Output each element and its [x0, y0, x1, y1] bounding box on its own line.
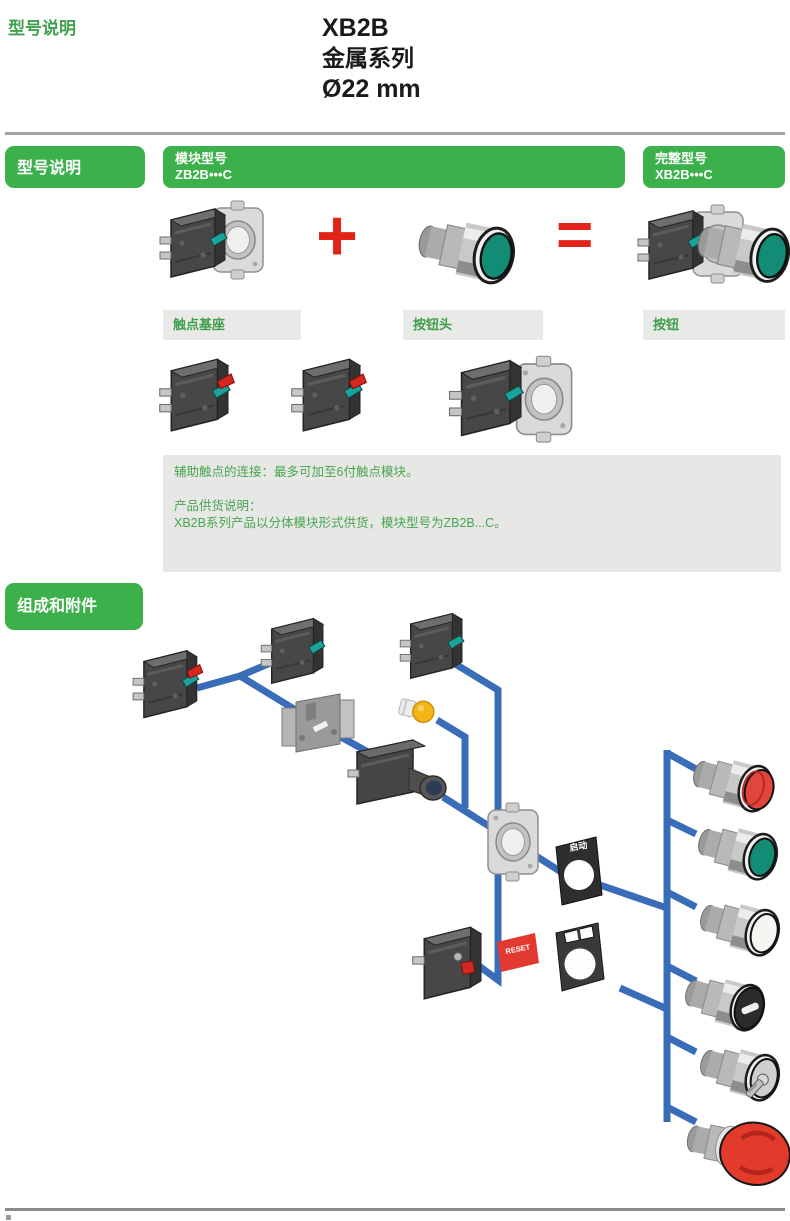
button-head-red — [687, 748, 778, 817]
bottom-divider — [5, 1208, 785, 1211]
emergency-stop-head — [686, 1121, 790, 1186]
button-head-green — [692, 816, 783, 885]
equals-icon: = — [556, 198, 594, 270]
contact-block-nc-illustration — [290, 357, 367, 433]
complete-button-illustration — [636, 204, 790, 287]
complete-type-title: 完整型号 — [655, 151, 708, 166]
module-type-code: ZB2B•••C — [175, 167, 232, 183]
label-button: 按钮 — [643, 310, 785, 340]
sidebar-label-components-accessories: 组成和附件 — [5, 583, 143, 630]
top-divider — [5, 132, 785, 135]
diagram-contact-block-red-lever — [131, 649, 204, 719]
notes-box: 辅助触点的连接：最多可加至6付触点模块。 产品供货说明： XB2B系列产品以分体… — [163, 455, 781, 572]
diagram-legend-plate-start: 启动 — [555, 836, 603, 906]
series-name: XB2B — [322, 14, 389, 42]
page-title: XB2B 金属系列 Ø22 mm — [322, 12, 421, 105]
button-head-white — [694, 892, 785, 961]
diagram-mounting-collar — [487, 802, 539, 882]
diagram-lamp-bulb — [396, 694, 438, 726]
label-button-head: 按钮头 — [403, 310, 543, 340]
diagram-contact-block-teal-2 — [398, 612, 466, 680]
note-supply-detail: XB2B系列产品以分体模块形式供货，模块型号为ZB2B...C。 — [174, 515, 507, 530]
contact-block-no-illustration — [158, 357, 235, 433]
page-section-label: 型号说明 — [8, 19, 76, 38]
green-button-head-illustration — [412, 211, 520, 288]
page-number-crop-mark — [6, 1215, 11, 1220]
series-subtitle: 金属系列 — [322, 45, 414, 71]
note-auxiliary-contacts: 辅助触点的连接：最多可加至6付触点模块。 — [174, 465, 419, 479]
diagram-lamp-holder — [281, 693, 355, 753]
diagram-reset-plate: RESET — [497, 933, 539, 972]
contact-base-with-collar-illustration — [158, 200, 264, 280]
contact-block-with-collar-illustration — [447, 355, 573, 443]
complete-type-header: 完整型号 XB2B•••C — [643, 146, 785, 188]
note-supply-title: 产品供货说明： — [174, 499, 262, 514]
connector-lines — [196, 654, 698, 1126]
module-type-header: 模块型号 ZB2B•••C — [163, 146, 625, 188]
diagram-contact-block-teal-1 — [259, 617, 327, 685]
legend-plate-text: 启动 — [568, 839, 588, 853]
key-switch-head — [694, 1037, 785, 1106]
sidebar-label-model-description: 型号说明 — [5, 146, 145, 188]
complete-type-code: XB2B•••C — [655, 167, 713, 183]
label-contact-base: 触点基座 — [163, 310, 301, 340]
module-type-title: 模块型号 — [175, 151, 228, 166]
series-diameter: Ø22 mm — [322, 75, 421, 104]
plus-icon: + — [316, 196, 359, 276]
diagram-contact-block-red-button — [412, 926, 483, 1000]
diagram-legend-holder — [555, 922, 605, 992]
selector-switch-head — [679, 967, 770, 1036]
